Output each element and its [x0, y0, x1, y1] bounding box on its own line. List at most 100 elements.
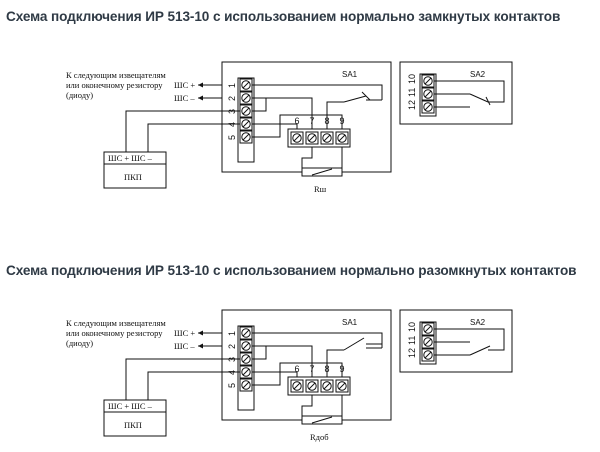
switch-contact	[343, 95, 367, 103]
screw-slot	[308, 134, 316, 142]
screw-slot	[242, 94, 250, 102]
internal-wire	[326, 101, 344, 129]
screw-slot	[338, 382, 346, 390]
screw-slot	[424, 351, 432, 359]
screw-slot	[242, 107, 250, 115]
screw-slot	[242, 368, 250, 376]
terminal-number: 6	[295, 364, 300, 374]
arrow-icon	[198, 330, 203, 336]
shs-minus-label: ШС –	[174, 93, 195, 103]
note-text: или оконечному резистору	[66, 80, 163, 90]
screw-slot	[242, 81, 250, 89]
terminal-number: 11	[407, 88, 417, 97]
internal-wire	[252, 371, 298, 377]
terminal-number: 10	[407, 74, 417, 84]
switch-stop	[485, 96, 491, 106]
terminal-number: 5	[227, 383, 237, 388]
panel-wire-minus	[147, 371, 240, 400]
terminal-number: 11	[407, 336, 417, 345]
note-text: или оконечному резистору	[66, 328, 163, 338]
terminal-number: 10	[407, 322, 417, 332]
resistor-label: Rш	[314, 184, 327, 194]
screw-slot	[424, 338, 432, 346]
resistor-lead	[301, 147, 313, 172]
screw-slot	[242, 329, 250, 337]
screw-slot	[424, 90, 432, 98]
internal-wire	[434, 80, 505, 94]
internal-wire	[252, 123, 298, 129]
panel-wire-minus	[147, 123, 240, 152]
terminal-number: 1	[227, 83, 237, 88]
screw-slot	[424, 103, 432, 111]
note-text: (диоду)	[66, 338, 93, 348]
screw-slot	[293, 134, 301, 142]
panel-wire-plus	[125, 358, 240, 400]
switch-contact-sa2	[469, 345, 491, 356]
arrow-icon	[198, 343, 203, 349]
screw-slot	[338, 134, 346, 142]
internal-wire	[252, 114, 343, 138]
internal-wire	[252, 84, 383, 100]
note-text: К следующим извещателям	[66, 318, 166, 328]
internal-wire	[252, 362, 343, 386]
screw-slot	[242, 342, 250, 350]
terminal-number: 2	[227, 96, 237, 101]
screw-slot	[323, 134, 331, 142]
internal-wire	[252, 332, 383, 348]
note-text: К следующим извещателям	[66, 70, 166, 80]
switch-contact	[343, 337, 365, 351]
internal-jumper	[252, 97, 267, 112]
sa2-label: SA2	[470, 318, 486, 327]
device-enclosure-sa2	[399, 61, 513, 125]
diagram-title-no: Схема подключения ИР 513-10 с использова…	[6, 263, 577, 278]
terminal-number: 6	[295, 116, 300, 126]
internal-wire	[266, 345, 313, 377]
internal-wire	[434, 328, 505, 342]
switch-contact-sa2	[469, 93, 489, 103]
resistor-lead	[301, 395, 313, 420]
screw-slot	[323, 382, 331, 390]
screw-slot	[242, 381, 250, 389]
panel-name: ПКП	[124, 172, 142, 182]
internal-wire	[488, 94, 505, 103]
sa1-label: SA1	[342, 70, 358, 79]
internal-wire	[266, 97, 313, 129]
internal-wire	[326, 349, 344, 377]
device-enclosure-sa2	[399, 309, 513, 373]
note-text: (диоду)	[66, 90, 93, 100]
arrow-icon	[198, 95, 203, 101]
arrow-icon	[198, 82, 203, 88]
screw-slot	[293, 382, 301, 390]
control-panel	[103, 151, 167, 189]
panel-wire-plus	[125, 110, 240, 152]
control-panel	[103, 399, 167, 437]
panel-header: ШС + ШС –	[108, 401, 153, 411]
terminal-number: 1	[227, 331, 237, 336]
shs-plus-label: ШС +	[174, 80, 195, 90]
screw-slot	[308, 382, 316, 390]
panel-name: ПКП	[124, 420, 142, 430]
internal-jumper	[252, 345, 267, 360]
panel-header: ШС + ШС –	[108, 153, 153, 163]
sa2-label: SA2	[470, 70, 486, 79]
screw-slot	[242, 120, 250, 128]
shs-plus-label: ШС +	[174, 328, 195, 338]
resistor-slash	[311, 168, 333, 176]
terminal-number: 2	[227, 344, 237, 349]
screw-slot	[242, 355, 250, 363]
screw-slot	[242, 133, 250, 141]
terminal-number: 12	[407, 100, 417, 110]
sa1-label: SA1	[342, 318, 358, 327]
internal-wire	[488, 342, 505, 351]
terminal-number: 12	[407, 348, 417, 358]
resistor-label: Rдоб	[310, 432, 329, 442]
terminal-number: 5	[227, 135, 237, 140]
screw-slot	[424, 77, 432, 85]
screw-slot	[424, 325, 432, 333]
resistor-slash	[311, 416, 333, 424]
shs-minus-label: ШС –	[174, 341, 195, 351]
switch-stop	[361, 91, 371, 101]
diagram-title-nc: Схема подключения ИР 513-10 с использова…	[6, 9, 561, 24]
